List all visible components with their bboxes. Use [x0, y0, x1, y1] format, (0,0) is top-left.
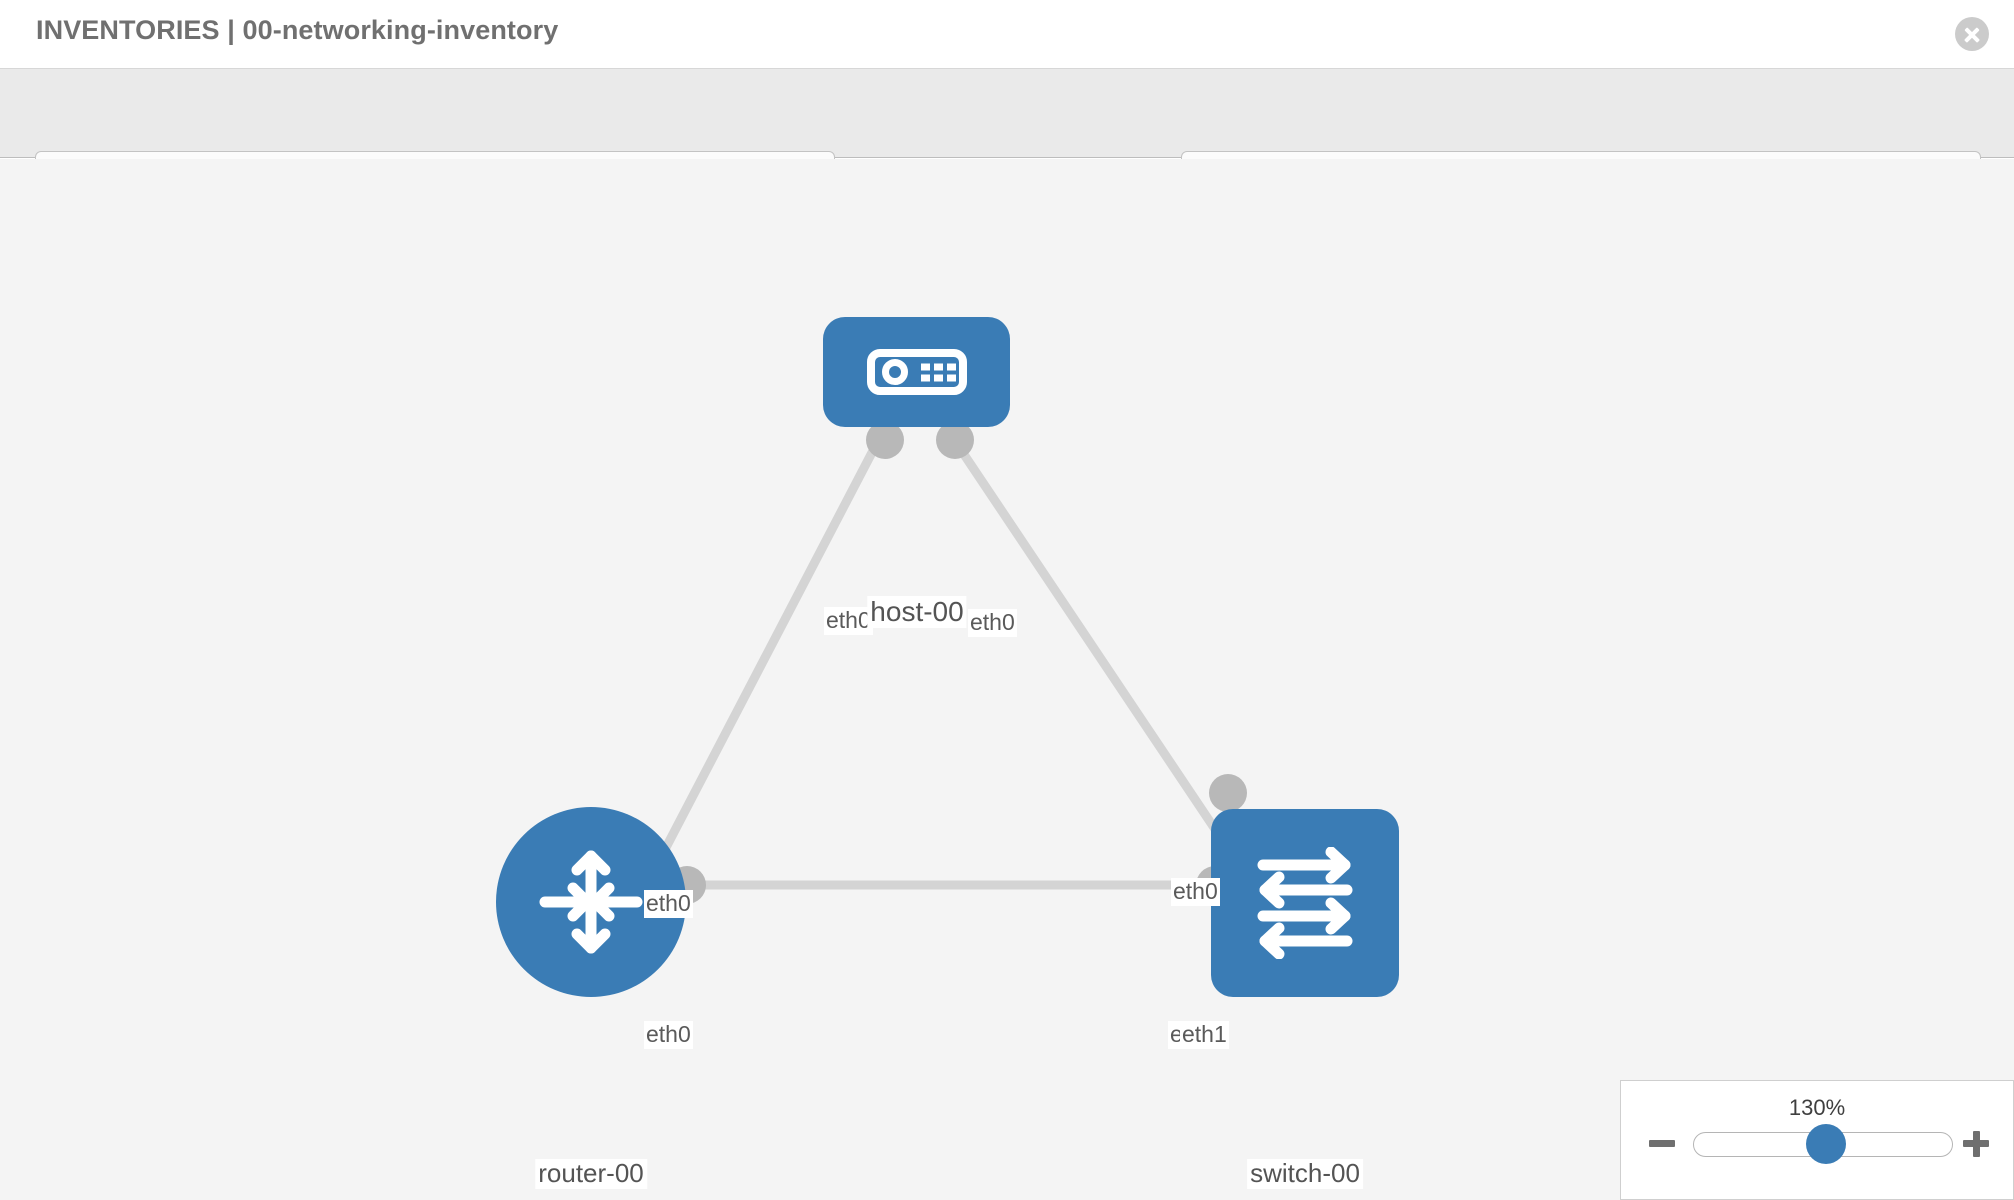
link-host-switch: [951, 438, 1239, 862]
switch-arrows-icon: [1257, 847, 1353, 959]
router-arrows-icon: [539, 850, 643, 954]
node-switch-00-label: switch-00: [1247, 1158, 1363, 1189]
toolbar: ACTIONS SEARCH: [0, 69, 2014, 203]
iface-label-router-right: eth0: [644, 1021, 693, 1049]
server-icon: [866, 349, 967, 395]
endpoint-switch-top[interactable]: [1209, 774, 1247, 812]
iface-label-router-upper: eth0: [644, 890, 693, 918]
zoom-in-button[interactable]: [1961, 1129, 1991, 1159]
topology-canvas[interactable]: eth0 host-00 eth0: [0, 159, 2014, 1200]
close-icon[interactable]: [1955, 17, 1989, 51]
node-host-00-shape: [823, 317, 1010, 427]
iface-label-host-left: eth0: [824, 607, 873, 635]
endpoint-host-left[interactable]: [866, 421, 904, 459]
zoom-out-button[interactable]: [1647, 1129, 1677, 1159]
endpoint-host-right[interactable]: [936, 421, 974, 459]
zoom-control-panel: 130%: [1620, 1080, 2014, 1200]
iface-label-switch-upper: eth0: [1171, 878, 1220, 906]
node-switch-00-shape: [1211, 809, 1399, 997]
iface-label-host-right: eth0: [968, 609, 1017, 637]
topology-links: [656, 438, 1239, 890]
node-host-00[interactable]: [823, 317, 1010, 427]
zoom-slider-thumb[interactable]: [1806, 1124, 1846, 1164]
node-switch-00[interactable]: [1211, 809, 1399, 997]
iface-label-switch-left: eth1: [1180, 1021, 1229, 1049]
link-host-router: [656, 438, 882, 862]
node-router-00-label: router-00: [535, 1158, 647, 1189]
window-header: INVENTORIES | 00-networking-inventory: [0, 0, 2014, 69]
zoom-level-value: 130%: [1788, 1095, 1846, 1120]
node-host-00-label: host-00: [867, 596, 967, 629]
page-title: INVENTORIES | 00-networking-inventory: [36, 15, 559, 45]
